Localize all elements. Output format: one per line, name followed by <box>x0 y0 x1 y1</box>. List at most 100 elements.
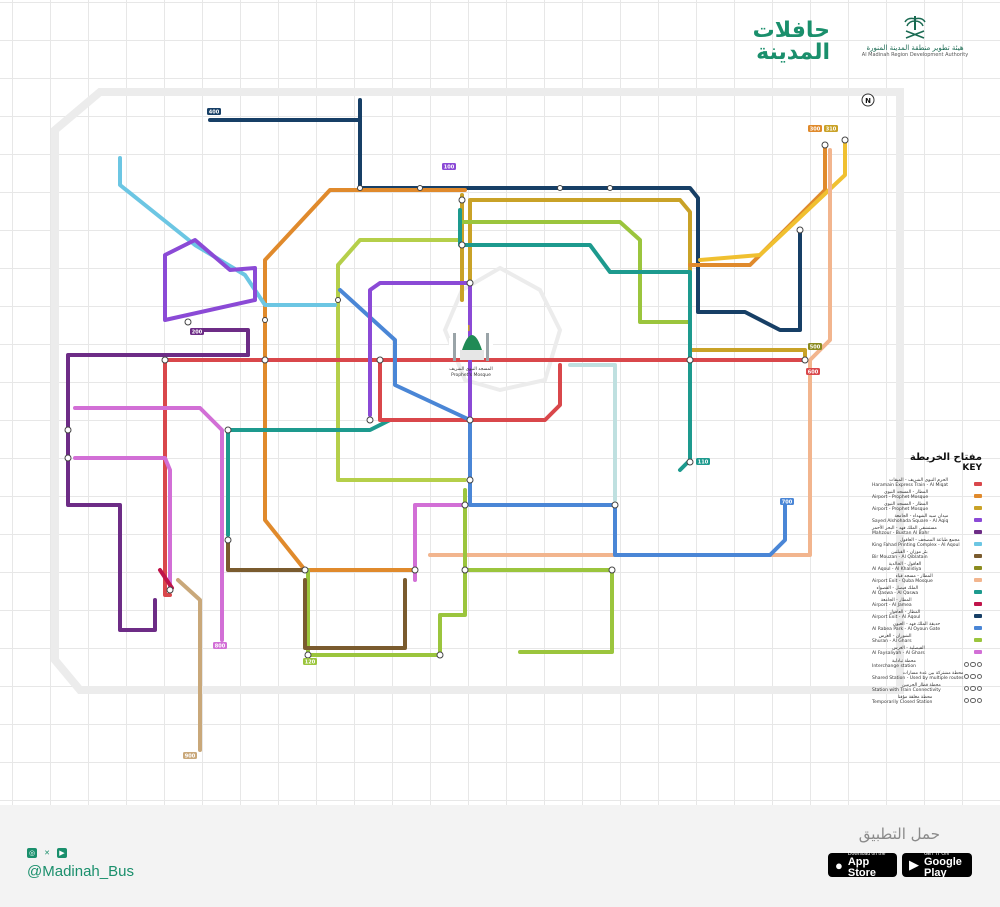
station[interactable] <box>417 185 423 191</box>
route-line-lime[interactable] <box>336 238 467 482</box>
youtube-icon[interactable]: ▶ <box>57 848 67 858</box>
social-handle[interactable]: @Madinah_Bus <box>27 863 134 880</box>
route-badge-310[interactable]: 310 <box>826 127 837 133</box>
station[interactable] <box>611 501 619 509</box>
station[interactable] <box>64 426 72 434</box>
station[interactable] <box>335 297 341 303</box>
route-badge-120[interactable]: 120 <box>305 660 316 666</box>
prophets-mosque-icon[interactable] <box>449 325 493 361</box>
route-badge-700[interactable]: 700 <box>782 500 793 506</box>
station[interactable] <box>224 536 232 544</box>
route-line-tan[interactable] <box>176 578 202 752</box>
station[interactable] <box>301 566 309 574</box>
route-line-brown-south[interactable] <box>303 578 407 650</box>
station[interactable] <box>161 356 169 364</box>
route-line-green-se[interactable] <box>463 568 614 654</box>
station[interactable] <box>461 501 469 509</box>
route-line-purple[interactable] <box>66 353 250 632</box>
route-badge-400[interactable]: 400 <box>209 110 220 116</box>
station[interactable] <box>366 416 374 424</box>
route-map[interactable]: 400 100 200 300 310 600 500 700 110 800 … <box>0 0 1000 805</box>
route-line-teal-west[interactable] <box>226 418 462 537</box>
instagram-icon[interactable]: ◎ <box>27 848 37 858</box>
route-badge-300[interactable]: 300 <box>810 127 821 133</box>
route-line-red-west[interactable] <box>163 358 172 597</box>
key-item-swatch <box>974 637 982 642</box>
route-badge-800-bg <box>213 642 227 649</box>
station[interactable] <box>841 136 849 144</box>
station[interactable] <box>796 226 804 234</box>
station[interactable] <box>458 196 466 204</box>
key-item-ar: مستشفى الملك فهد - البحر الأحمر <box>872 526 937 531</box>
route-line-sky[interactable] <box>118 156 337 307</box>
route-line-magenta[interactable] <box>158 568 174 590</box>
madinah-buses-logo[interactable]: حافلات المدينة <box>753 20 830 64</box>
route-line-red-loop[interactable] <box>378 358 562 422</box>
station[interactable] <box>466 279 474 287</box>
key-item-ar: مجمع طباعة المصحف - العاقول <box>899 538 960 543</box>
route-line-green-south[interactable] <box>306 488 467 657</box>
station[interactable] <box>261 356 269 364</box>
route-badge-600[interactable]: 600 <box>808 370 819 376</box>
station[interactable] <box>608 566 616 574</box>
key-item-en: Al Qaswa - Al Qaswa <box>872 590 919 596</box>
route-line-brown[interactable] <box>226 538 307 572</box>
google-play-button[interactable]: ▶ GET IT ON Google Play <box>902 851 972 879</box>
route-badge-500[interactable]: 500 <box>810 345 821 351</box>
route-line-pink-2[interactable] <box>73 456 172 592</box>
station[interactable] <box>184 318 192 326</box>
route-line-gold[interactable] <box>468 198 807 362</box>
route-badge-200[interactable]: 200 <box>192 330 203 336</box>
station[interactable] <box>557 185 563 191</box>
route-line-pale[interactable] <box>568 363 617 502</box>
station[interactable] <box>466 476 474 484</box>
route-line-green[interactable] <box>458 220 692 324</box>
route-line-violet[interactable] <box>368 281 472 422</box>
route-badge-900[interactable]: 900 <box>185 754 196 760</box>
station[interactable] <box>686 458 694 466</box>
route-line-teal[interactable] <box>458 208 692 472</box>
station[interactable] <box>224 426 232 434</box>
station[interactable] <box>686 356 694 364</box>
route-line-pink-east[interactable] <box>413 503 467 582</box>
station[interactable] <box>166 586 174 594</box>
route-badge-100[interactable]: 100 <box>444 165 455 171</box>
station[interactable] <box>821 141 829 149</box>
station[interactable] <box>607 185 613 191</box>
googleplay-big-text: Google Play <box>924 855 962 879</box>
station[interactable] <box>262 317 268 323</box>
station[interactable] <box>466 416 474 424</box>
station[interactable] <box>304 651 312 659</box>
route-line-blue[interactable] <box>338 288 787 557</box>
authority-logo[interactable]: هيئة تطوير منطقة المدينة المنورة Al Madi… <box>860 14 970 58</box>
route-line-pink[interactable] <box>73 406 224 642</box>
x-icon[interactable]: ✕ <box>44 849 50 857</box>
station[interactable] <box>461 566 469 574</box>
route-badge-700-bg <box>780 498 794 505</box>
station[interactable] <box>64 454 72 462</box>
route-line-purple-nw[interactable] <box>198 328 250 357</box>
station[interactable] <box>458 241 466 249</box>
station[interactable] <box>411 566 419 574</box>
station[interactable] <box>376 356 384 364</box>
route-line-orange-ne[interactable] <box>688 143 827 267</box>
ring-road-outer <box>51 88 904 694</box>
map-area[interactable]: 400 100 200 300 310 600 500 700 110 800 … <box>0 0 1000 805</box>
route-badge-110[interactable]: 110 <box>698 460 709 466</box>
station[interactable] <box>357 185 363 191</box>
route-badge-800[interactable]: 800 <box>215 644 226 650</box>
route-line-yellow-ne[interactable] <box>698 138 847 262</box>
route-line-violet-west[interactable] <box>163 238 257 322</box>
route-line-navy[interactable] <box>358 98 802 332</box>
key-item-ar: العاقول - الخالدية <box>888 562 922 567</box>
station[interactable] <box>436 651 444 659</box>
app-store-button[interactable]: ● Download on the App Store <box>828 851 897 878</box>
station[interactable] <box>801 356 809 364</box>
route-line-orange[interactable] <box>263 188 467 572</box>
